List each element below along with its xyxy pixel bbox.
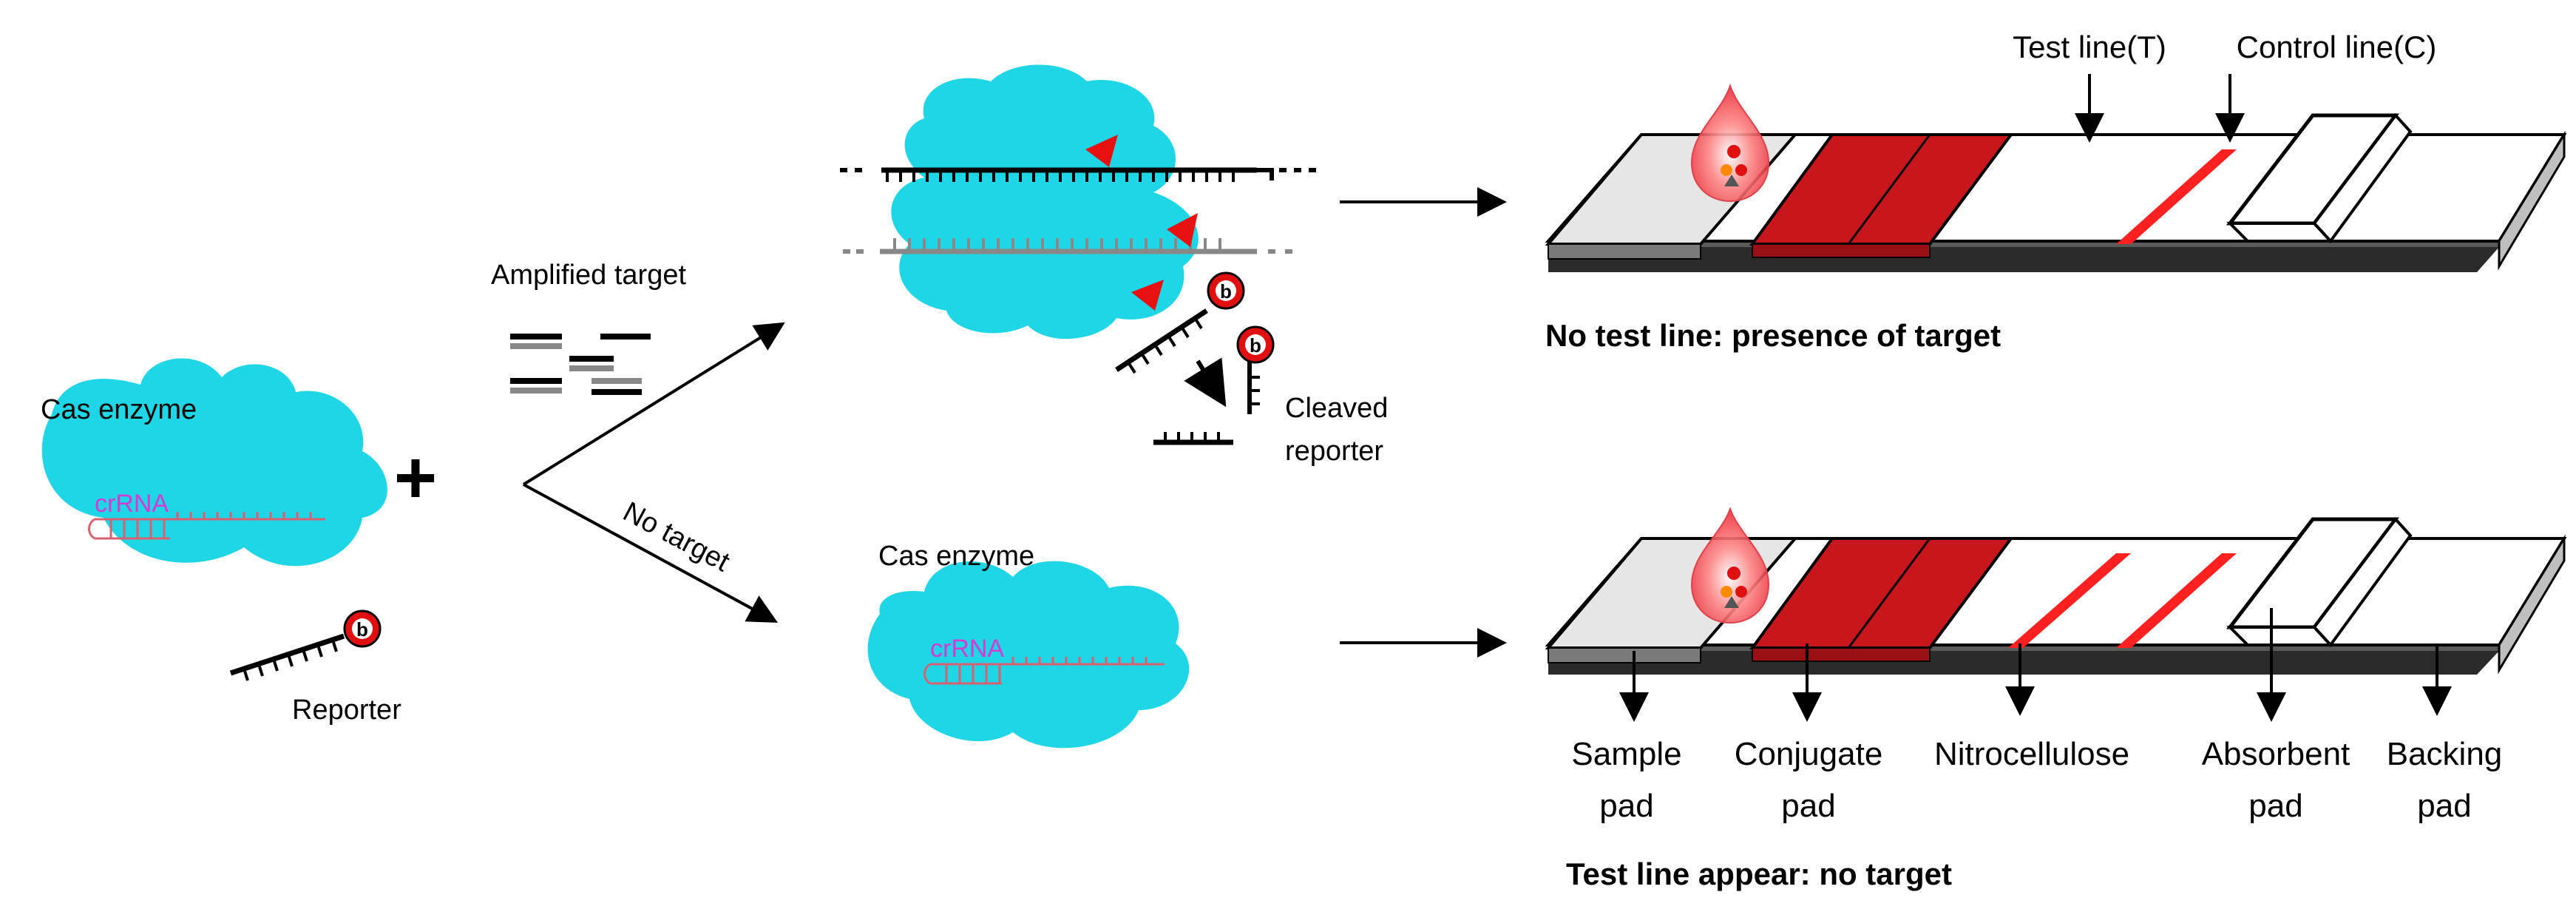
- cas-enzyme-left-label: Cas enzyme: [41, 394, 197, 425]
- cleaved-label-line1: Cleaved: [1285, 393, 1388, 424]
- cleaved-label-line2: reporter: [1285, 436, 1383, 467]
- amplified-target-label: Amplified target: [491, 260, 686, 291]
- test-line-bottom: [2008, 553, 2131, 648]
- part-backing-line1: Backing: [2387, 736, 2503, 772]
- part-sample-line2: pad: [1599, 788, 1653, 824]
- cas-cloud-left: [41, 358, 387, 567]
- arrows-to-strips: [1340, 187, 1507, 658]
- badge-letter-active: b: [1220, 280, 1232, 303]
- sample-drop-top: [1690, 83, 1770, 203]
- plus-sign: +: [394, 436, 437, 519]
- cas-enzyme-active: [840, 64, 1316, 340]
- part-backing-line2: pad: [2417, 788, 2471, 824]
- part-conjugate-line2: pad: [1781, 788, 1835, 824]
- part-nitrocellulose-line1: Nitrocellulose: [1934, 736, 2129, 772]
- part-absorbent-line2: pad: [2248, 788, 2302, 824]
- part-sample-line1: Sample: [1571, 736, 1681, 772]
- control-line-top: [2116, 149, 2237, 244]
- cas-enzyme-bottom-label: Cas enzyme: [878, 541, 1034, 572]
- cas-enzyme-inactive: Cas enzyme crRNA: [867, 541, 1190, 749]
- reporter-badge-b: b: [356, 618, 368, 641]
- no-target-label: No target: [618, 496, 735, 578]
- top-strip-caption: No test line: presence of target: [1545, 318, 2001, 353]
- control-line-label: Control line(C): [2237, 30, 2437, 64]
- reporter-probe: b Reporter: [229, 609, 401, 726]
- test-line-label: Test line(T): [2013, 30, 2166, 64]
- crrna-bottom-label: crRNA: [930, 635, 1004, 663]
- crrna-left-label: crRNA: [95, 490, 169, 518]
- test-control-pointers: [2075, 74, 2245, 143]
- cleaved-reporter: b Cleaved reporter: [1153, 325, 1388, 467]
- part-labels: Sample pad Conjugate pad Nitrocellulose …: [1571, 736, 2502, 824]
- bottom-strip-caption: Test line appear: no target: [1566, 857, 1952, 891]
- control-line-bottom: [2116, 553, 2237, 648]
- sample-drop-bottom: [1690, 507, 1770, 624]
- branch-arrows: [522, 322, 785, 623]
- lateral-flow-strip-bottom: [1545, 507, 2567, 675]
- part-pointers: [1619, 608, 2452, 722]
- part-conjugate-line1: Conjugate: [1735, 736, 1883, 772]
- cas-enzyme-left: Cas enzyme crRNA: [41, 358, 387, 567]
- lateral-flow-strip-top: [1545, 83, 2567, 272]
- badge-letter-cleaved: b: [1250, 334, 1261, 357]
- amplified-target-fragments: [510, 334, 651, 395]
- part-absorbent-line1: Absorbent: [2202, 736, 2350, 772]
- reporter-label: Reporter: [292, 695, 401, 726]
- reporter-being-cleaved: b: [1115, 271, 1245, 408]
- crrna-bottom-strand: [923, 657, 1165, 685]
- crrna-left-strand: [88, 512, 325, 540]
